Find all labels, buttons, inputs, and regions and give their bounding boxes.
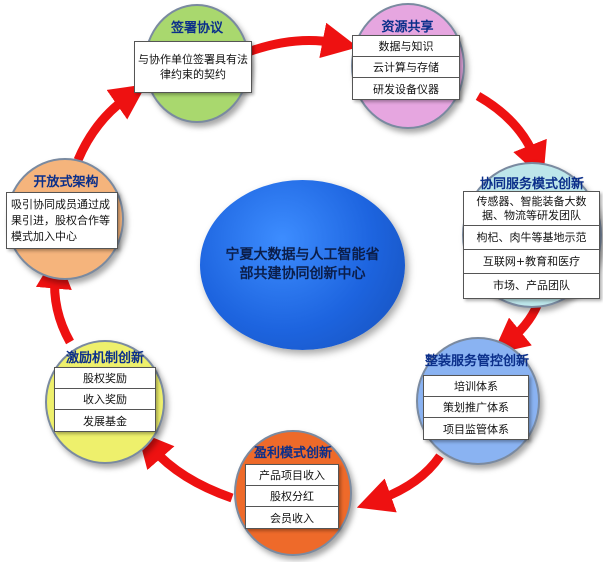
profit-item: 产品项目收入 [246, 465, 338, 486]
service-list: 传感器、智能装备大数据、物流等研发团队 枸杞、肉牛等基地示范 互联网+教育和医疗… [463, 191, 600, 299]
arrow-agreement-to-resource [246, 22, 359, 59]
service-title: 协同服务模式创新 [479, 177, 584, 192]
management-item: 项目监管体系 [443, 422, 509, 436]
resource-item: 研发设备仪器 [373, 82, 439, 96]
management-list: 培训体系 策划推广体系 项目监管体系 [423, 375, 529, 440]
arrow-open-to-agreement [73, 84, 147, 162]
node-resource: 资源共享 数据与知识 云计算与存储 研发设备仪器 [345, 3, 470, 133]
profit-title: 盈利模式创新 [253, 446, 332, 461]
node-profit: 盈利模式创新 产品项目收入 股权分红 会员收入 [232, 430, 354, 558]
node-incentive: 激励机制创新 股权奖励 收入奖励 发展基金 [45, 340, 165, 465]
center-label-line1: 宁夏大数据与人工智能省 [225, 247, 380, 263]
service-item: 枸杞、肉牛等基地示范 [464, 226, 599, 250]
agreement-text: 与协作单位签署具有法律约束的契约 [134, 41, 252, 93]
incentive-item: 发展基金 [83, 414, 127, 428]
management-item: 培训体系 [424, 376, 528, 397]
node-service: 协同服务模式创新 传感器、智能装备大数据、物流等研发团队 枸杞、肉牛等基地示范 … [462, 162, 602, 308]
profit-list: 产品项目收入 股权分红 会员收入 [245, 464, 339, 529]
resource-item: 数据与知识 [353, 36, 459, 57]
center-label: 宁夏大数据与人工智能省 部共建协同创新中心 [226, 246, 380, 284]
service-item: 传感器、智能装备大数据、物流等研发团队 [464, 192, 599, 226]
center-label-line2: 部共建协同创新中心 [239, 266, 366, 282]
open-text: 吸引协同成员通过成果引进，股权合作等模式加入中心 [6, 192, 118, 249]
incentive-list: 股权奖励 收入奖励 发展基金 [54, 367, 156, 432]
incentive-title: 激励机制创新 [65, 351, 144, 366]
profit-item: 会员收入 [270, 511, 314, 525]
resource-title: 资源共享 [381, 20, 434, 35]
open-title: 开放式架构 [33, 175, 99, 190]
profit-item: 股权分红 [246, 486, 338, 507]
arrow-incentive-to-open [35, 252, 74, 345]
center-circle: 宁夏大数据与人工智能省 部共建协同创新中心 [200, 180, 405, 350]
management-item: 策划推广体系 [424, 397, 528, 418]
resource-list: 数据与知识 云计算与存储 研发设备仪器 [352, 35, 460, 100]
arrow-resource-to-service [475, 92, 547, 179]
arrow-management-to-profit [356, 453, 444, 513]
service-item: 市场、产品团队 [493, 279, 570, 292]
agreement-title: 签署协议 [170, 21, 223, 36]
service-item: 互联网+教育和医疗 [464, 250, 599, 274]
node-agreement: 签署协议 与协作单位签署具有法律约束的契约 [134, 4, 260, 128]
resource-item: 云计算与存储 [353, 57, 459, 78]
node-open: 开放式架构 吸引协同成员通过成果引进，股权合作等模式加入中心 [6, 158, 126, 283]
node-management: 整装服务管控创新 培训体系 策划推广体系 项目监管体系 [412, 337, 542, 467]
management-title: 整装服务管控创新 [424, 354, 529, 369]
arrow-profit-to-incentive [137, 431, 234, 503]
incentive-item: 股权奖励 [55, 368, 155, 389]
incentive-item: 收入奖励 [55, 389, 155, 410]
